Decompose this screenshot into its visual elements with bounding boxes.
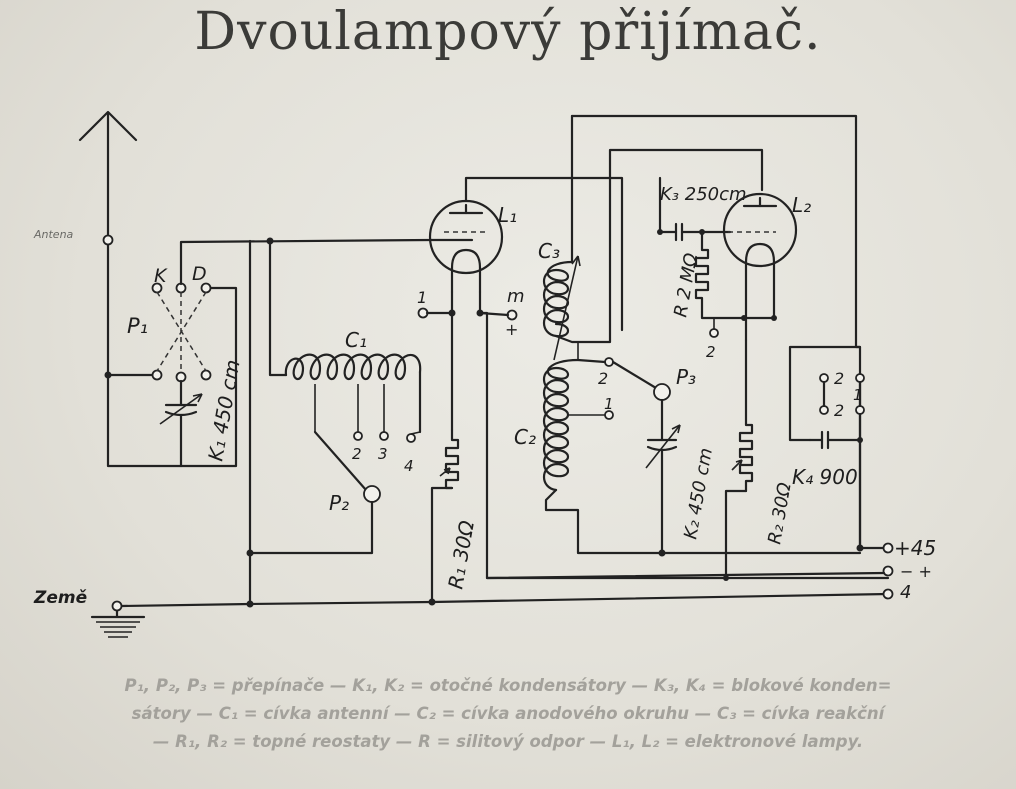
label-p2: P₂ [329, 491, 349, 515]
label-plus-45: +45 [894, 536, 936, 560]
caption-line-3: — R₁, R₂ = topné reostaty — R = silitový… [152, 732, 864, 751]
tube-l2 [722, 192, 798, 342]
rheostat-r2 [724, 338, 754, 580]
label-4: 4 [900, 582, 911, 603]
label-l1: L₁ [498, 203, 517, 227]
tube-l1 [428, 176, 624, 332]
label-k2: K₂ 450 cm [680, 446, 717, 540]
coil-c3 [542, 114, 764, 361]
label-l2: L₂ [792, 193, 811, 217]
label-k: K [154, 265, 168, 287]
legend-caption: P₁, P₂, P₃ = přepínače — K₁, K₂ = otočné… [0, 672, 1016, 756]
capacitor-k2 [645, 424, 681, 555]
switch-p2 [248, 430, 381, 555]
output-switch [788, 345, 865, 442]
label-tap-3: 3 [378, 445, 388, 463]
capacitor-k3 [657, 222, 732, 242]
label-r2: R₂ 30Ω [764, 481, 796, 546]
rheostat-r1 [430, 428, 460, 604]
caption-line-1: P₁, P₂, P₃ = přepínače — K₁, K₂ = otočné… [124, 676, 892, 695]
antenna-label: Antena [33, 228, 74, 241]
label-p1: P₁ [127, 314, 148, 338]
capacitor-k1 [159, 379, 203, 468]
capacitor-k4 [808, 430, 863, 450]
label-tap-4: 4 [404, 457, 414, 475]
antenna-symbol [78, 110, 138, 246]
earth-label: Země [33, 588, 87, 608]
coil-c1 [284, 353, 422, 443]
label-sw-2b: 2 [834, 401, 844, 420]
label-r-2: 2 [706, 343, 716, 361]
label-term-plus: + [505, 320, 518, 339]
label-r1: R₁ 30Ω [443, 518, 479, 591]
label-c3: C₃ [538, 239, 560, 263]
battery-terminals [882, 542, 894, 600]
label-term-m: m [507, 286, 525, 307]
earth-symbol [90, 592, 890, 638]
label-d: D [192, 263, 207, 285]
coil-c2 [542, 342, 862, 555]
label-p3-2: 2 [598, 369, 608, 388]
label-c1: C₁ [345, 328, 367, 352]
label-sw-1: 1 [853, 386, 863, 404]
label-sw-2a: 2 [834, 369, 844, 388]
label-c2: C₂ [514, 425, 536, 449]
label-tap-2: 2 [352, 445, 362, 463]
label-r: R 2 MΩ [670, 251, 702, 319]
page-title: Dvoulampový přijímač. [194, 2, 822, 62]
switch-p3 [576, 357, 671, 442]
label-k3: K₃ 250cm [660, 184, 747, 205]
label-term-1: 1 [417, 288, 427, 307]
label-p3: P₃ [676, 365, 696, 389]
label-k4: K₄ 900 [792, 465, 858, 489]
switch-p1 [151, 238, 432, 383]
resistor-r [694, 230, 710, 314]
caption-line-2: sátory — C₁ = cívka antenní — C₂ = cívka… [131, 704, 885, 723]
label-p3-1: 1 [604, 395, 614, 413]
label-minus-plus: − + [900, 562, 932, 581]
